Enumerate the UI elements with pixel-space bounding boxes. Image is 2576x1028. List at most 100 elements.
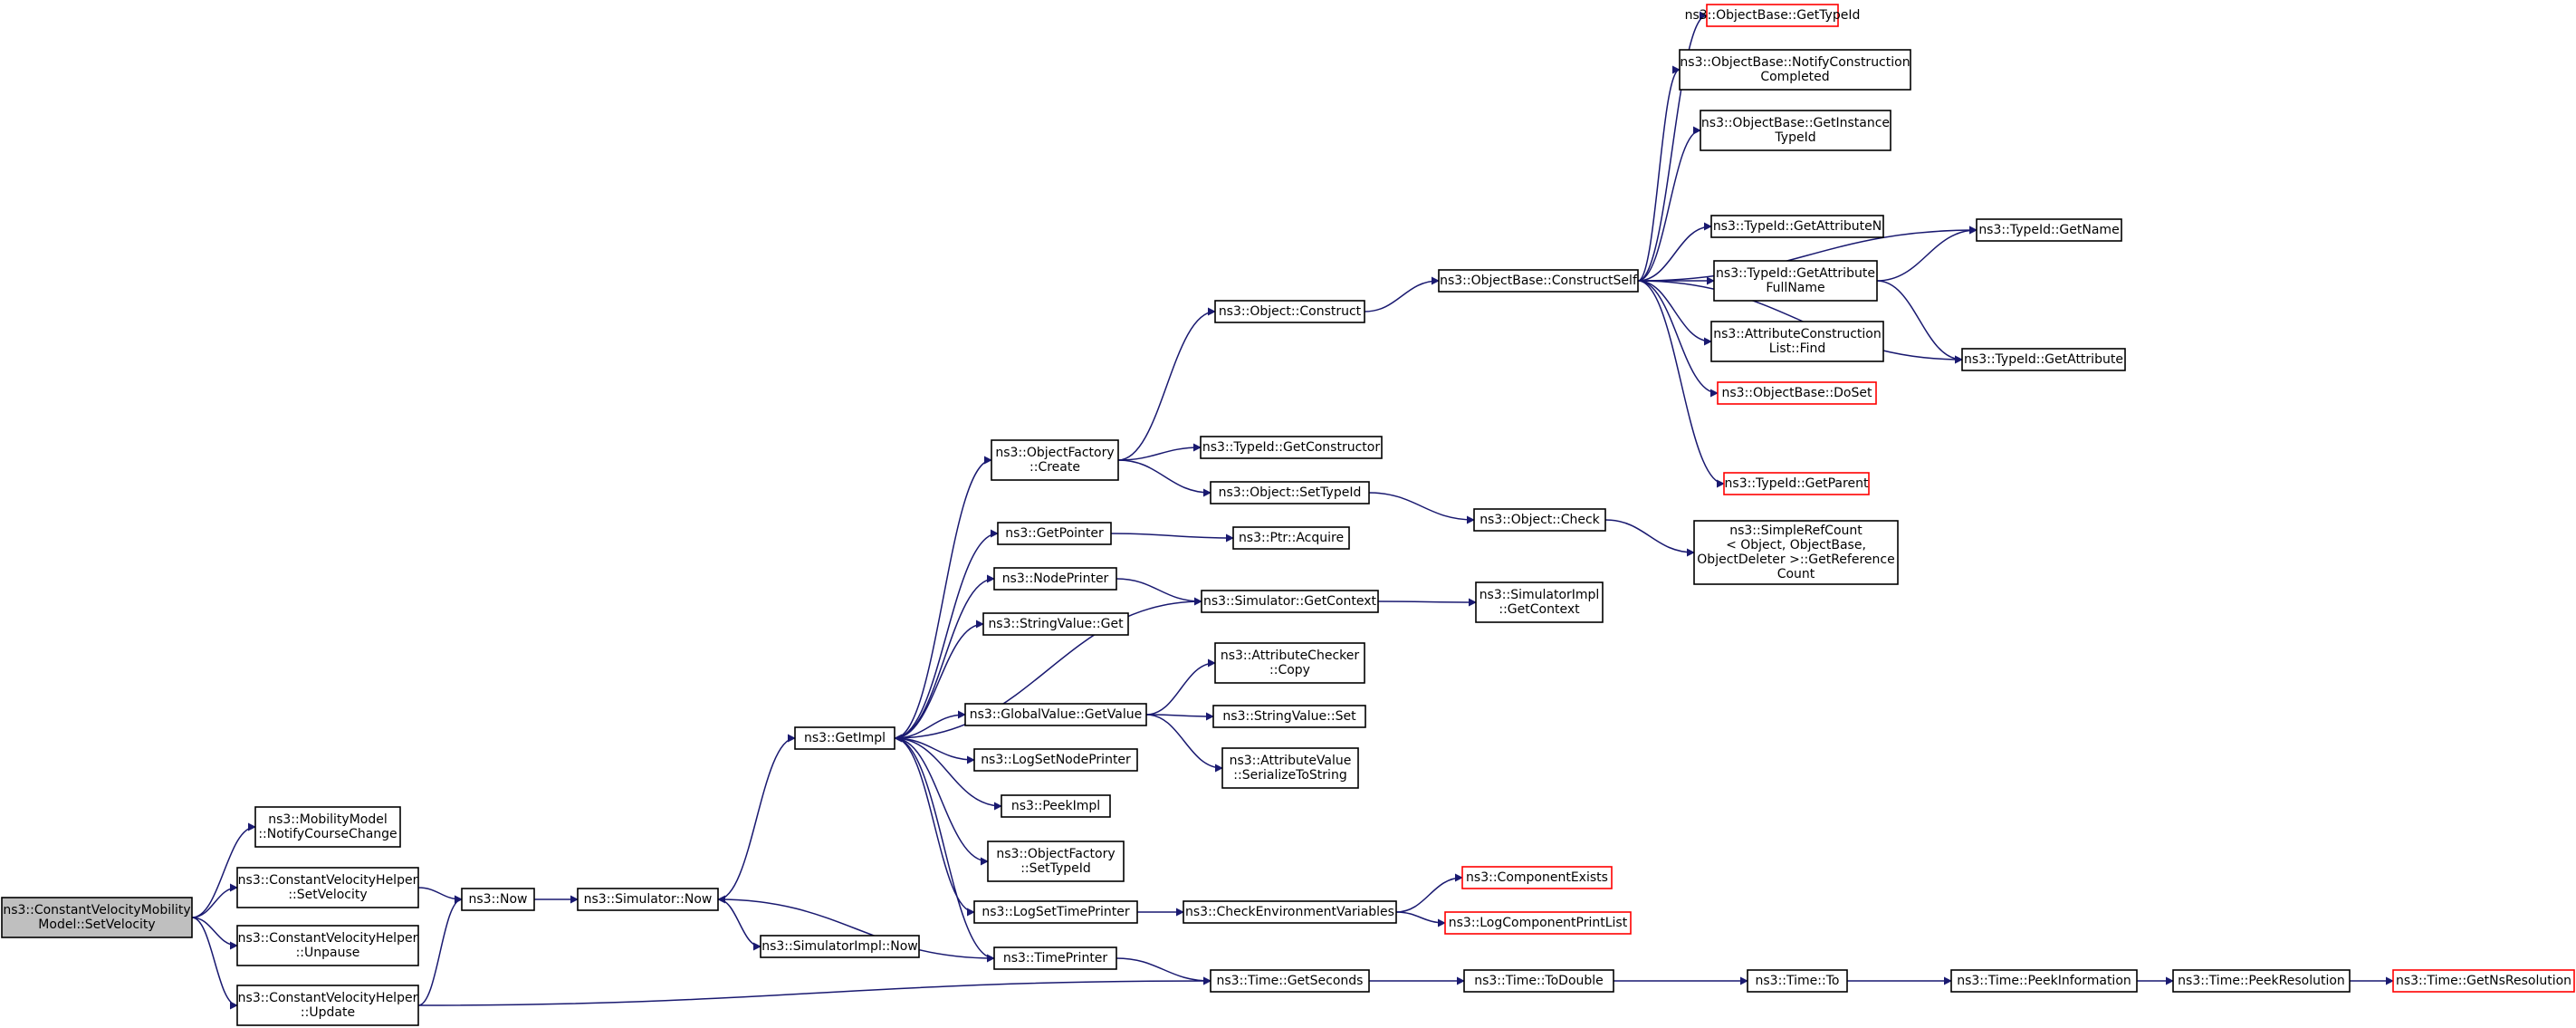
node-now[interactable]: ns3::Now bbox=[461, 888, 535, 911]
node-gv-getvalue[interactable]: ns3::GlobalValue::GetValue bbox=[964, 703, 1147, 726]
node-ob-gettypeid[interactable]: ns3::ObjectBase::GetTypeId bbox=[1685, 4, 1861, 27]
node-box bbox=[973, 900, 1138, 924]
node-ob-doset[interactable]: ns3::ObjectBase::DoSet bbox=[1717, 381, 1877, 405]
edge-root-to-cvh-update bbox=[191, 917, 238, 1010]
call-edge bbox=[191, 883, 238, 918]
node-attrchecker-copy[interactable]: ns3::AttributeChecker::Copy bbox=[1214, 642, 1365, 684]
call-edge bbox=[894, 737, 995, 963]
edge-typeid-getattributefullname-to-typeid-getattribute bbox=[1876, 280, 1963, 364]
node-attrvalue-serialize[interactable]: ns3::AttributeValue::SerializeToString bbox=[1221, 747, 1359, 789]
node-of-settypeid[interactable]: ns3::ObjectFactory::SetTypeId bbox=[987, 841, 1125, 882]
node-timeprinter[interactable]: ns3::TimePrinter bbox=[993, 946, 1117, 970]
node-label: ::Unpause bbox=[296, 946, 360, 960]
edge-root-to-cvh-unpause bbox=[191, 917, 238, 950]
node-label: ns3::ConstantVelocityMobility bbox=[3, 903, 190, 918]
node-simplerefcount[interactable]: ns3::SimpleRefCount< Object, ObjectBase,… bbox=[1693, 520, 1899, 585]
node-cvh-update[interactable]: ns3::ConstantVelocityHelper::Update bbox=[236, 985, 419, 1026]
node-typeid-getname[interactable]: ns3::TypeId::GetName bbox=[1976, 218, 2122, 242]
node-getpointer[interactable]: ns3::GetPointer bbox=[997, 522, 1112, 545]
node-ptr-acquire[interactable]: ns3::Ptr::Acquire bbox=[1232, 526, 1350, 550]
node-nodeprinter[interactable]: ns3::NodePrinter bbox=[993, 567, 1117, 591]
node-label: ns3::GetPointer bbox=[1005, 526, 1104, 541]
call-edge bbox=[1145, 714, 1223, 773]
node-box bbox=[1214, 300, 1365, 323]
node-sim-now[interactable]: ns3::Simulator::Now bbox=[577, 888, 719, 911]
node-box bbox=[1438, 269, 1639, 293]
node-getimpl[interactable]: ns3::GetImpl bbox=[794, 726, 895, 750]
node-stringvalue-set[interactable]: ns3::StringValue::Set bbox=[1212, 705, 1366, 728]
node-root[interactable]: ns3::ConstantVelocityMobilityModel::SetV… bbox=[1, 897, 193, 938]
node-box bbox=[760, 935, 920, 958]
node-cvh-unpause[interactable]: ns3::ConstantVelocityHelper::Unpause bbox=[236, 925, 419, 966]
node-checkenv[interactable]: ns3::CheckEnvironmentVariables bbox=[1183, 900, 1397, 924]
node-label: ns3::StringValue::Set bbox=[1222, 709, 1356, 724]
node-componentexists[interactable]: ns3::ComponentExists bbox=[1461, 866, 1613, 889]
node-time-getnsresolution[interactable]: ns3::Time::GetNsResolution bbox=[2392, 969, 2575, 993]
node-object-check[interactable]: ns3::Object::Check bbox=[1473, 508, 1606, 532]
call-edge bbox=[1637, 65, 1681, 282]
node-simimpl-getcontext[interactable]: ns3::SimulatorImpl::GetContext bbox=[1475, 581, 1604, 623]
node-mm-ncc[interactable]: ns3::MobilityModel::NotifyCourseChange bbox=[254, 806, 401, 848]
call-edge bbox=[1395, 873, 1463, 913]
node-label: ns3::TypeId::GetAttributeN bbox=[1713, 219, 1882, 234]
edge-checkenv-to-logcomponentprintlist bbox=[1395, 911, 1446, 927]
edge-checkenv-to-componentexists bbox=[1395, 873, 1463, 913]
node-label: ObjectDeleter >::GetReference bbox=[1697, 552, 1894, 567]
node-label: ns3::ComponentExists bbox=[1466, 870, 1608, 885]
node-ob-notifyconstruction[interactable]: ns3::ObjectBase::NotifyConstructionCompl… bbox=[1679, 49, 1911, 91]
node-label: ns3::TypeId::GetName bbox=[1978, 223, 2119, 237]
node-label: ns3::GetImpl bbox=[804, 731, 886, 745]
node-label: ::GetContext bbox=[1499, 602, 1580, 617]
node-box bbox=[1214, 642, 1365, 684]
node-logsettimeprinter[interactable]: ns3::LogSetTimePrinter bbox=[973, 900, 1138, 924]
node-stringvalue-get[interactable]: ns3::StringValue::Get bbox=[982, 612, 1129, 636]
node-label: ns3::ObjectBase::NotifyConstruction bbox=[1680, 55, 1910, 70]
node-typeid-getconstructor[interactable]: ns3::TypeId::GetConstructor bbox=[1200, 436, 1383, 459]
node-sim-getcontext[interactable]: ns3::Simulator::GetContext bbox=[1201, 590, 1379, 613]
node-typeid-getattribute[interactable]: ns3::TypeId::GetAttribute bbox=[1961, 348, 2126, 371]
node-box bbox=[1950, 969, 2138, 993]
node-time-peekinformation[interactable]: ns3::Time::PeekInformation bbox=[1950, 969, 2138, 993]
call-edge bbox=[894, 529, 999, 739]
node-peekimpl[interactable]: ns3::PeekImpl bbox=[1001, 794, 1111, 818]
node-object-settypeid[interactable]: ns3::Object::SetTypeId bbox=[1210, 481, 1370, 504]
node-cvh-setvel[interactable]: ns3::ConstantVelocityHelper::SetVelocity bbox=[236, 867, 419, 908]
node-typeid-getattributen[interactable]: ns3::TypeId::GetAttributeN bbox=[1710, 215, 1884, 238]
node-time-to[interactable]: ns3::Time::To bbox=[1747, 969, 1848, 993]
node-time-todouble[interactable]: ns3::Time::ToDouble bbox=[1463, 969, 1614, 993]
node-logsetnodeprinter[interactable]: ns3::LogSetNodePrinter bbox=[973, 748, 1138, 772]
node-time-getseconds[interactable]: ns3::Time::GetSeconds bbox=[1210, 969, 1370, 993]
node-box bbox=[1693, 520, 1899, 585]
call-edge bbox=[1117, 443, 1202, 461]
node-ob-constructself[interactable]: ns3::ObjectBase::ConstructSelf bbox=[1438, 269, 1639, 293]
call-edge bbox=[1116, 957, 1211, 985]
node-time-peekresolution[interactable]: ns3::Time::PeekResolution bbox=[2172, 969, 2351, 993]
edge-ob-constructself-to-ob-getinstancetypeid bbox=[1637, 126, 1701, 282]
node-logcomponentprintlist[interactable]: ns3::LogComponentPrintList bbox=[1444, 911, 1632, 935]
node-simimpl-now[interactable]: ns3::SimulatorImpl::Now bbox=[760, 935, 920, 958]
node-label: ns3::Simulator::GetContext bbox=[1203, 594, 1377, 609]
node-label: ns3::TypeId::GetParent bbox=[1725, 476, 1869, 491]
call-edge bbox=[1377, 598, 1477, 607]
node-label: ns3::SimulatorImpl::Now bbox=[761, 939, 918, 954]
call-edge bbox=[894, 620, 984, 739]
node-of-create[interactable]: ns3::ObjectFactory::Create bbox=[991, 439, 1119, 481]
node-box bbox=[1001, 794, 1111, 818]
edge-object-construct-to-ob-constructself bbox=[1364, 276, 1440, 312]
node-label: ns3::AttributeValue bbox=[1230, 754, 1352, 768]
node-label: ::SetTypeId bbox=[1020, 861, 1091, 876]
node-box bbox=[1710, 215, 1884, 238]
node-typeid-getparent[interactable]: ns3::TypeId::GetParent bbox=[1723, 472, 1870, 495]
node-label: ns3::TypeId::GetAttribute bbox=[1964, 352, 2123, 367]
call-edge bbox=[1604, 519, 1695, 557]
node-label: ns3::LogSetTimePrinter bbox=[982, 905, 1130, 919]
call-edge bbox=[417, 895, 463, 1006]
node-object-construct[interactable]: ns3::Object::Construct bbox=[1214, 300, 1365, 323]
node-label: < Object, ObjectBase, bbox=[1726, 538, 1866, 552]
node-label: ns3::TypeId::GetConstructor bbox=[1202, 440, 1380, 455]
node-label: ns3::ConstantVelocityHelper bbox=[238, 873, 418, 888]
edge-ob-constructself-to-ob-notifyconstruction bbox=[1637, 65, 1681, 282]
